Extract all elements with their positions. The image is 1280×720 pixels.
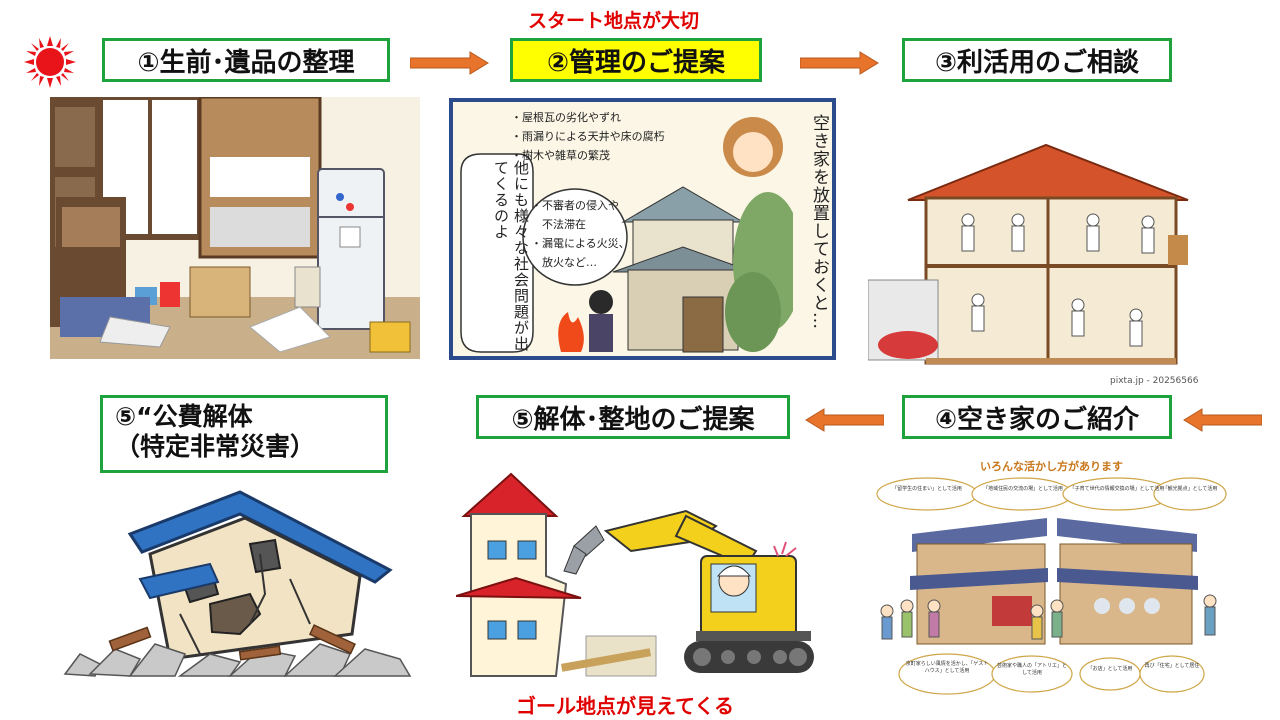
left-arrow-icon xyxy=(805,408,884,432)
start-note: スタート地点が大切 xyxy=(528,10,700,32)
sun-icon xyxy=(22,34,78,90)
manga-bullet: 放火など… xyxy=(531,256,597,269)
manga-vertical-right: 空き家を放置しておくと… xyxy=(809,114,829,330)
manga-bullets-mid: ・不審者の侵入や 不法滞在 ・漏電による火災、 放火など… xyxy=(531,196,630,272)
step-5b-label: ⑤解体･整地のご提案 xyxy=(511,404,755,435)
manga-panel-illustration: ・屋根瓦の劣化やずれ ・雨漏りによる天井や床の腐朽 ・樹木や雑草の繁茂 ・不審者… xyxy=(449,98,836,360)
left-arrow-icon xyxy=(1183,408,1262,432)
step-2-label: ②管理のご提案 xyxy=(546,47,725,78)
step-3-box: ③利活用のご相談 xyxy=(902,38,1172,82)
step-5a-box: ⑤“公費解体 （特定非常災害） xyxy=(100,395,388,473)
use-bubble: 「地域住民の交流の場」として活用 xyxy=(983,486,1063,492)
right-arrow-icon xyxy=(800,51,879,75)
manga-bullet: ・漏電による火災、 xyxy=(531,237,630,250)
step-1-box: ①生前･遺品の整理 xyxy=(102,38,390,82)
step-5b-box: ⑤解体･整地のご提案 xyxy=(476,395,790,439)
use-bubble: 「観光拠点」として活用 xyxy=(1162,486,1218,492)
use-bubble: 芸術家や職人の「アトリエ」として活用 xyxy=(996,663,1067,676)
cluttered-room-illustration xyxy=(50,97,420,359)
collapsed-house-illustration xyxy=(60,484,412,680)
use-bubble: 再び「住宅」として居住 xyxy=(1144,663,1200,669)
image-credit: pixta.jp - 20256566 xyxy=(1110,376,1199,386)
manga-bullet: 不法滞在 xyxy=(531,218,586,231)
goal-note: ゴール地点が見えてくる xyxy=(516,694,734,718)
step-3-label: ③利活用のご相談 xyxy=(934,47,1139,78)
house-uses-illustration: いろんな活かし方があります 「留学生の住まい」として活用 「地域住民の交流の場」… xyxy=(872,456,1232,706)
use-bubble: 「留学生の住まい」として活用 xyxy=(892,486,962,492)
use-bubble: 「子育て世代の情報交換の場」として活用 xyxy=(1069,486,1165,492)
use-bubble: 「お店」として活用 xyxy=(1087,666,1133,672)
step-4-box: ④空き家のご紹介 xyxy=(902,395,1172,439)
step-5a-line2: （特定非常災害） xyxy=(115,432,316,461)
step-1-label: ①生前･遺品の整理 xyxy=(137,47,355,78)
right-arrow-icon xyxy=(410,51,489,75)
manga-bullets-top: ・屋根瓦の劣化やずれ ・雨漏りによる天井や床の腐朽 ・樹木や雑草の繁茂 xyxy=(511,108,665,165)
manga-bullet: ・樹木や雑草の繁茂 xyxy=(511,149,610,162)
house-renovation-illustration xyxy=(868,140,1224,380)
manga-bullet: ・不審者の侵入や xyxy=(531,199,619,212)
manga-bullet: ・雨漏りによる天井や床の腐朽 xyxy=(511,130,665,143)
use-bubble: 京町家らしい風情を活かし、「ゲストハウス」として活用 xyxy=(905,661,989,674)
demolition-illustration xyxy=(456,456,816,686)
step-4-label: ④空き家のご紹介 xyxy=(934,404,1139,435)
manga-bullet: ・屋根瓦の劣化やずれ xyxy=(511,111,621,124)
manga-vertical-left: 他にも様々な社会問題が出てくるのよ xyxy=(492,160,530,352)
house-uses-title: いろんな活かし方があります xyxy=(980,460,1123,473)
step-2-box: ②管理のご提案 xyxy=(510,38,762,82)
step-5a-line1: ⑤“公費解体 xyxy=(115,402,253,431)
